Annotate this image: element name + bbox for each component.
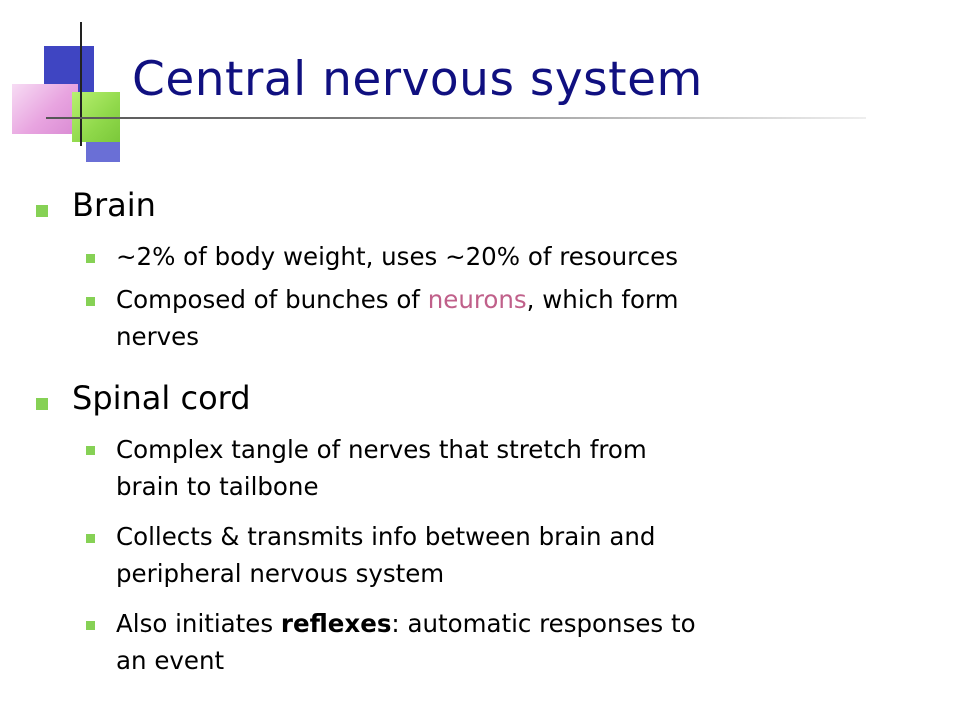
list-item: Complex tangle of nerves that stretch fr…: [116, 431, 647, 505]
bullet-icon: [36, 398, 48, 410]
section-heading-brain: Brain: [72, 186, 156, 224]
text-run: Also initiates: [116, 609, 281, 638]
list-item: Collects & transmits info between brain …: [116, 518, 655, 592]
text-run: nerves: [116, 322, 200, 351]
list-item: Composed of bunches of neurons, which fo…: [116, 281, 679, 355]
decor-square-pink: [12, 84, 78, 134]
slide-title: Central nervous system: [132, 52, 703, 107]
bullet-icon: [86, 534, 95, 543]
section-heading-spinal-cord: Spinal cord: [72, 379, 251, 417]
list-item: Also initiates reflexes: automatic respo…: [116, 605, 696, 679]
highlighted-term: neurons: [427, 285, 527, 314]
text-run: Complex tangle of nerves that stretch fr…: [116, 435, 647, 464]
bullet-icon: [86, 254, 95, 263]
list-item: ~2% of body weight, uses ~20% of resourc…: [116, 242, 678, 271]
bullet-icon: [86, 621, 95, 630]
bullet-icon: [86, 446, 95, 455]
bold-term: reflexes: [280, 609, 392, 638]
text-run: brain to tailbone: [116, 472, 319, 501]
bullet-icon: [86, 297, 95, 306]
text-run: , which form: [526, 285, 679, 314]
text-run: Collects & transmits info between brain …: [116, 522, 656, 551]
text-run: an event: [116, 646, 225, 675]
bullet-icon: [36, 205, 48, 217]
text-run: : automatic responses to: [391, 609, 696, 638]
decor-vertical-line: [80, 22, 82, 146]
title-underline: [46, 117, 866, 119]
text-run: Composed of bunches of: [116, 285, 428, 314]
text-run: peripheral nervous system: [116, 559, 445, 588]
